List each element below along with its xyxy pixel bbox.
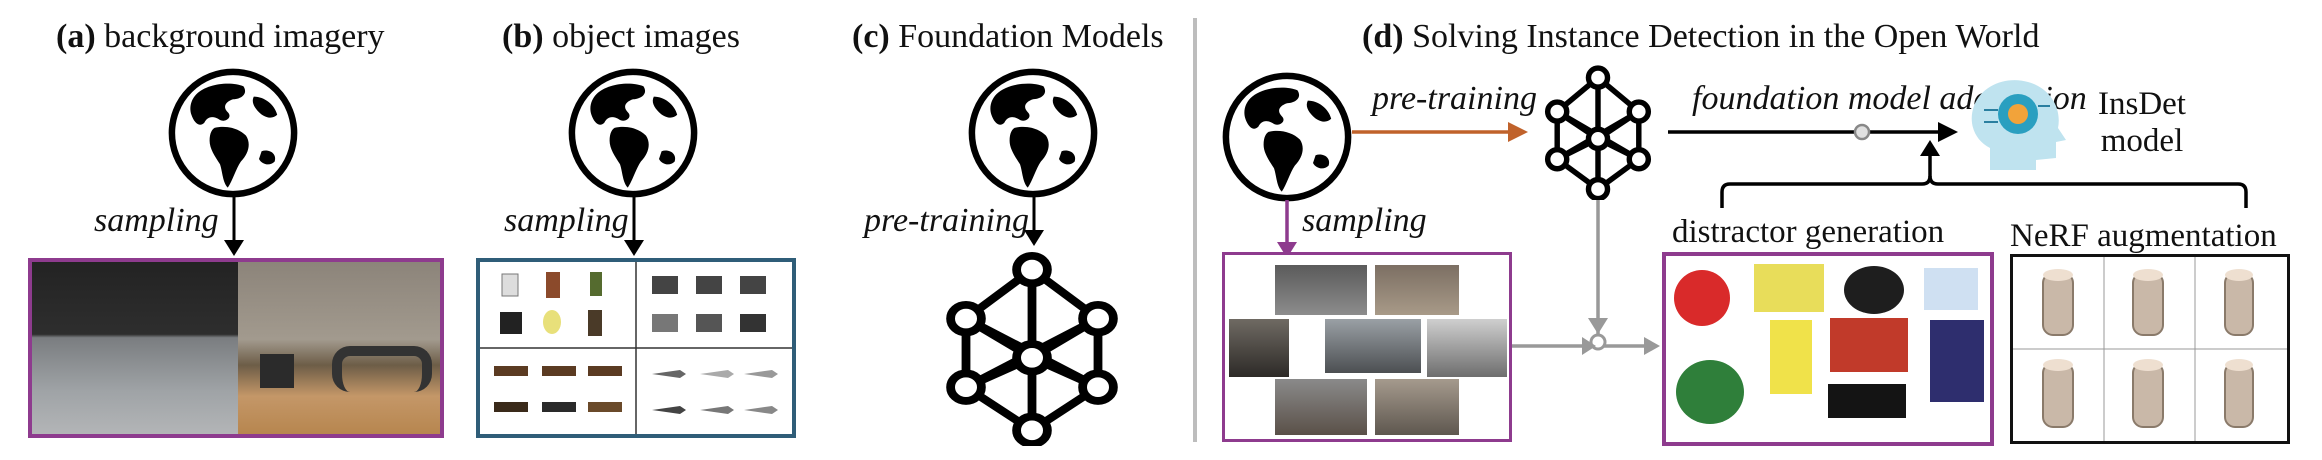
background-image-desk <box>32 262 238 434</box>
adaptation-arrow <box>1668 122 1958 142</box>
nerf-augmentation-label: NeRF augmentation <box>2010 218 2277 254</box>
model-label-line1: InsDet <box>2098 86 2186 122</box>
insdet-model-label: InsDet model <box>2092 86 2192 160</box>
merge-brace <box>1720 140 2248 208</box>
backgrounds-to-merge-arrow <box>1512 337 1596 355</box>
nerf-views-grid <box>2013 257 2287 441</box>
pre-training-arrow <box>1024 196 1044 246</box>
globe-icon <box>568 68 698 198</box>
panel-b-letter: (b) <box>502 18 544 55</box>
globe-icon <box>1222 72 1352 202</box>
distractor-object <box>1674 270 1730 326</box>
sampled-backgrounds-frame <box>1222 252 1512 442</box>
object-images-frame <box>476 258 796 438</box>
neural-network-icon <box>922 250 1142 446</box>
distractor-generation-label: distractor generation <box>1672 214 1945 250</box>
section-divider <box>1193 18 1197 442</box>
globe-icon <box>968 68 1098 198</box>
sampling-arrow <box>624 196 644 256</box>
sampled-image <box>1325 319 1421 373</box>
model-label-line2: model <box>2100 123 2184 159</box>
sampled-image <box>1275 379 1367 435</box>
sampling-label: sampling <box>1302 202 1427 239</box>
sampled-image <box>1375 265 1459 315</box>
panel-c-letter: (c) <box>852 18 890 55</box>
panel-d-letter: (d) <box>1362 18 1404 55</box>
distractor-object <box>1828 384 1906 418</box>
office-chair-shape <box>260 354 294 388</box>
pre-training-label: pre-training <box>864 202 1029 239</box>
distractor-object <box>1754 264 1824 312</box>
distractor-object <box>1844 266 1904 314</box>
sampled-image <box>1427 319 1507 377</box>
panel-d-title-text: Solving Instance Detection in the Open W… <box>1412 18 2040 55</box>
distractor-object <box>1924 268 1978 310</box>
pre-training-arrow <box>1352 122 1528 142</box>
globe-icon <box>168 68 298 198</box>
sampled-image <box>1229 319 1289 377</box>
sampling-arrow <box>1277 200 1297 258</box>
distractor-images-frame <box>1662 252 1994 446</box>
distractor-object <box>1676 360 1744 424</box>
ai-head-icon <box>1971 80 2066 170</box>
panel-d-title: (d) Solving Instance Detection in the Op… <box>1362 18 2039 56</box>
cable-shape <box>332 346 432 392</box>
sampling-label: sampling <box>504 202 629 239</box>
nerf-images-frame <box>2010 254 2290 444</box>
panel-b-title-text: object images <box>552 18 740 55</box>
panel-b-title: (b) object images <box>502 18 740 56</box>
panel-a-letter: (a) <box>56 18 96 55</box>
panel-a-title-text: background imagery <box>104 18 385 55</box>
panel-a-title: (a) background imagery <box>56 18 385 56</box>
sampling-label: sampling <box>94 202 219 239</box>
sampled-image <box>1375 379 1459 435</box>
panel-c-title-text: Foundation Models <box>898 18 1164 55</box>
distractor-object <box>1770 320 1812 394</box>
pre-training-label: pre-training <box>1372 80 1537 117</box>
network-to-merge-connector <box>1588 200 1608 351</box>
merge-to-distractor-arrow <box>1604 337 1660 355</box>
sampled-image <box>1275 265 1367 315</box>
sampling-arrow <box>224 196 244 256</box>
object-thumbnails-grid <box>480 262 792 434</box>
distractor-object <box>1830 318 1908 372</box>
distractor-object <box>1930 320 1984 402</box>
background-imagery-frame <box>28 258 444 438</box>
neural-network-icon <box>1530 64 1666 200</box>
panel-c-title: (c) Foundation Models <box>852 18 1164 56</box>
